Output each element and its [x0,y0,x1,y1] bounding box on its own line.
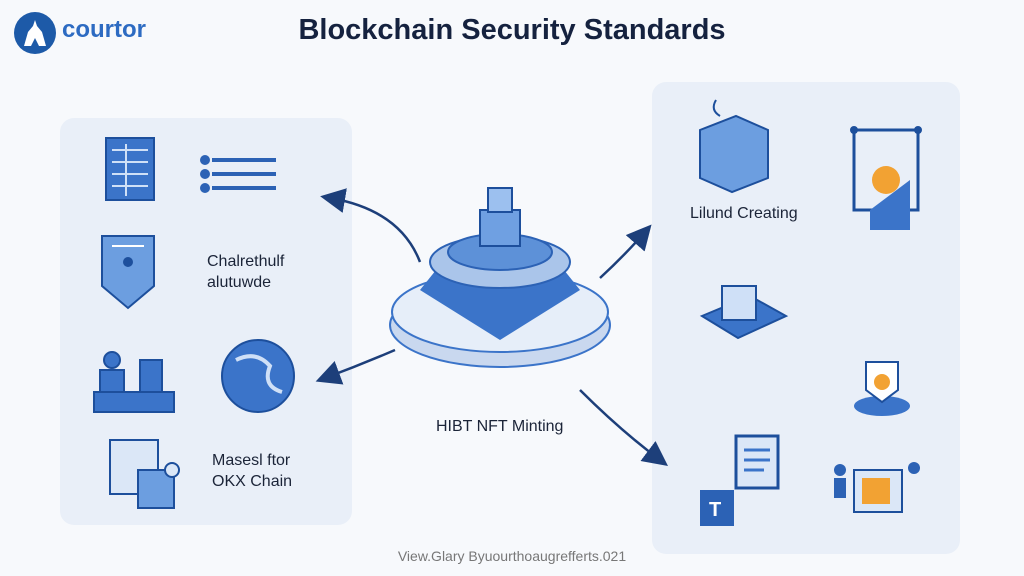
server-box-icon [699,99,769,194]
left-label-1: Chalrethulf alutuwde [207,251,284,293]
arrow-up-right [599,224,652,279]
label-line: Chalrethulf [207,253,285,270]
label-line: OKX Chain [212,473,293,490]
blockchain-platform-icon [389,187,611,368]
label-line: alutuwde [207,274,272,291]
castle-logo-icon [14,12,56,54]
center-label: HIBT NFT Minting [436,418,564,435]
arrow-up-left [320,188,422,263]
shield-document-icon [101,235,155,310]
badge-shield-icon [854,361,910,416]
arrow-down-right [579,389,668,467]
contract-diagram-icon [850,126,922,230]
label-line: Masesl ftor [212,452,291,469]
list-icon [200,155,276,193]
footer-caption: View.Glary Byuourthoaugrefferts.021 [397,548,627,564]
data-chip-icon [699,285,789,340]
ledger-table-icon [105,137,155,201]
svg-text:T: T [709,499,721,521]
document-lock-icon [109,439,180,509]
logo [14,12,56,59]
logo-text: courtor [62,16,146,43]
arrow-down-left [315,348,396,385]
page-title: Blockchain Security Standards [298,14,726,46]
token-team-icon [834,462,920,513]
right-label-1: Lilund Creating [690,205,798,222]
validators-icon [93,351,175,413]
message-document-icon: T [700,434,780,526]
globe-icon [221,339,295,413]
